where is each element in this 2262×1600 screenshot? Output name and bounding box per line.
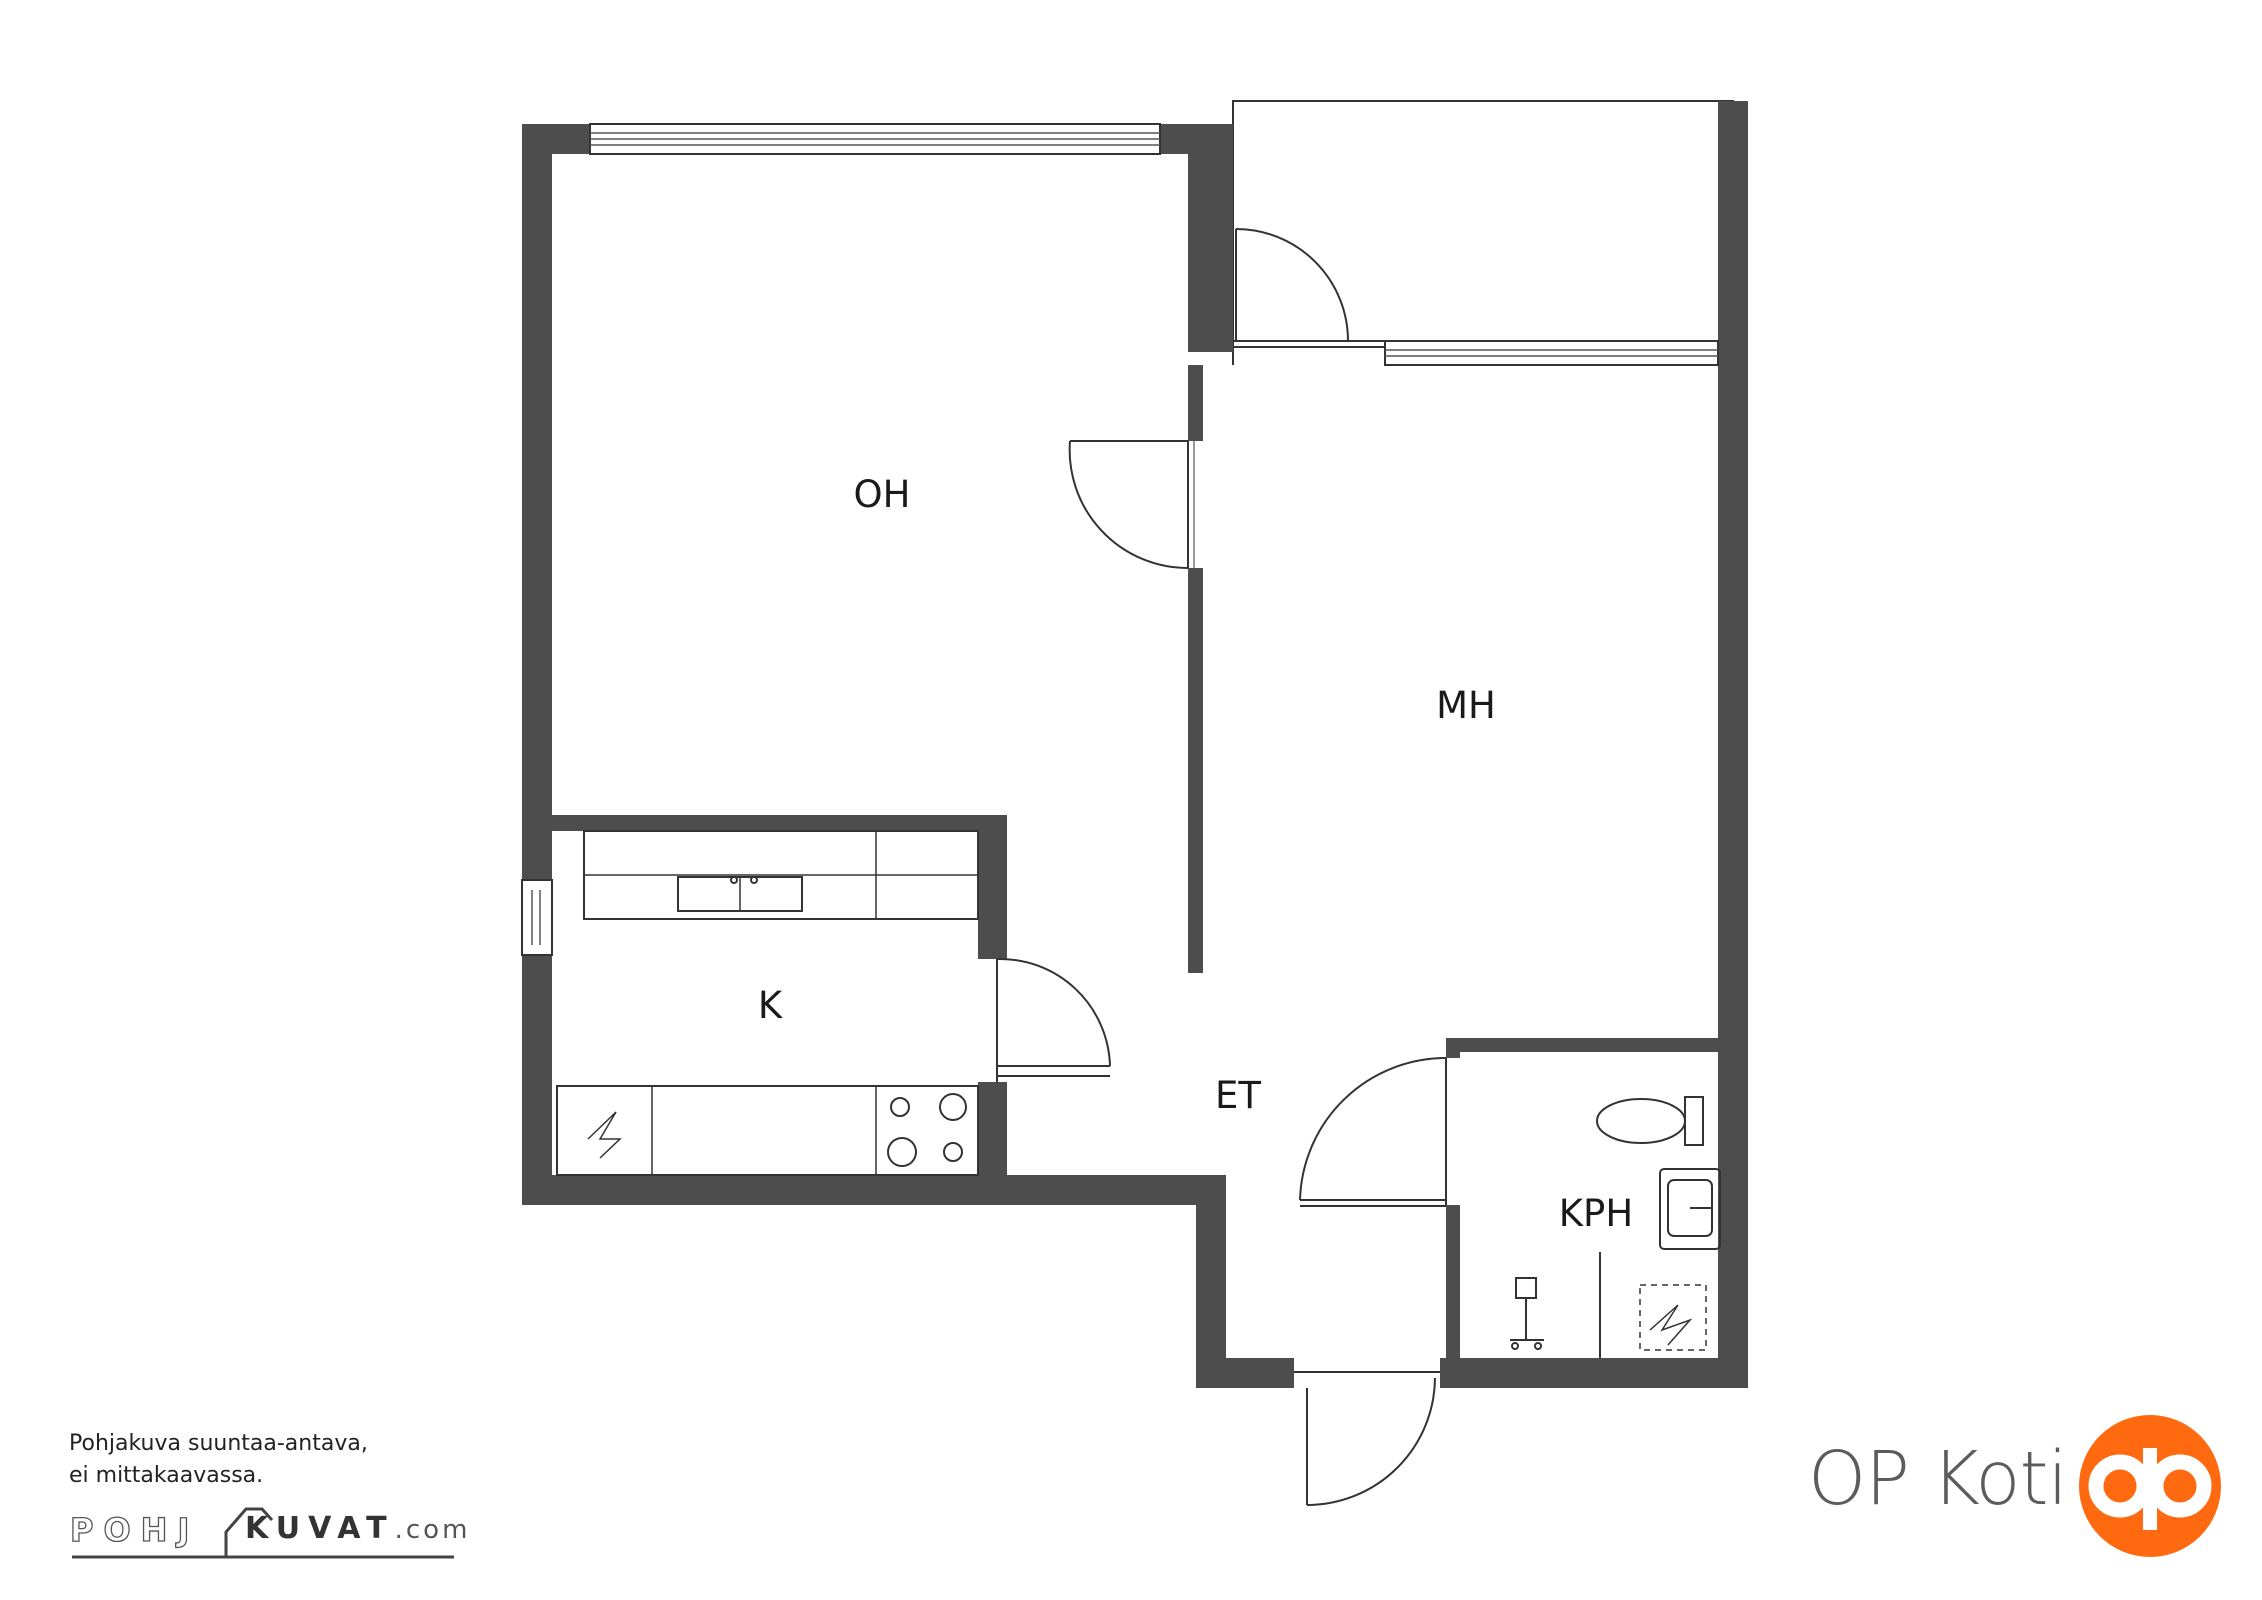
op-logo-icon (2079, 1415, 2221, 1557)
pohjakuvat-logo-prefix: POHJ (69, 1510, 200, 1549)
room-label-oh: OH (854, 473, 911, 516)
walls (522, 101, 1748, 1388)
windows (521, 123, 1719, 956)
disclaimer-line-2: ei mittakaavassa. (69, 1463, 264, 1488)
pohjakuvat-logo-suffix-text: KUVAT (245, 1511, 395, 1546)
room-label-mh: MH (1436, 684, 1496, 727)
pohjakuvat-logo-line (72, 1507, 454, 1559)
room-label-et: ET (1215, 1074, 1261, 1117)
room-label-k: K (758, 984, 784, 1027)
pohjakuvat-logo-domain: .com (394, 1515, 471, 1545)
kitchen-fixtures (556, 830, 979, 1176)
room-label-kph: KPH (1559, 1192, 1633, 1235)
bathroom-fixtures (1510, 1096, 1721, 1358)
disclaimer: Pohjakuva suuntaa-antava, ei mittakaavas… (69, 1428, 368, 1492)
balcony (1232, 100, 1734, 365)
disclaimer-line-1: Pohjakuva suuntaa-antava, (69, 1431, 368, 1456)
doors (996, 228, 1447, 1506)
op-koti-brand: OP Koti (1808, 1436, 2068, 1522)
pohjakuvat-logo-suffix: KUVAT.com (245, 1511, 470, 1546)
